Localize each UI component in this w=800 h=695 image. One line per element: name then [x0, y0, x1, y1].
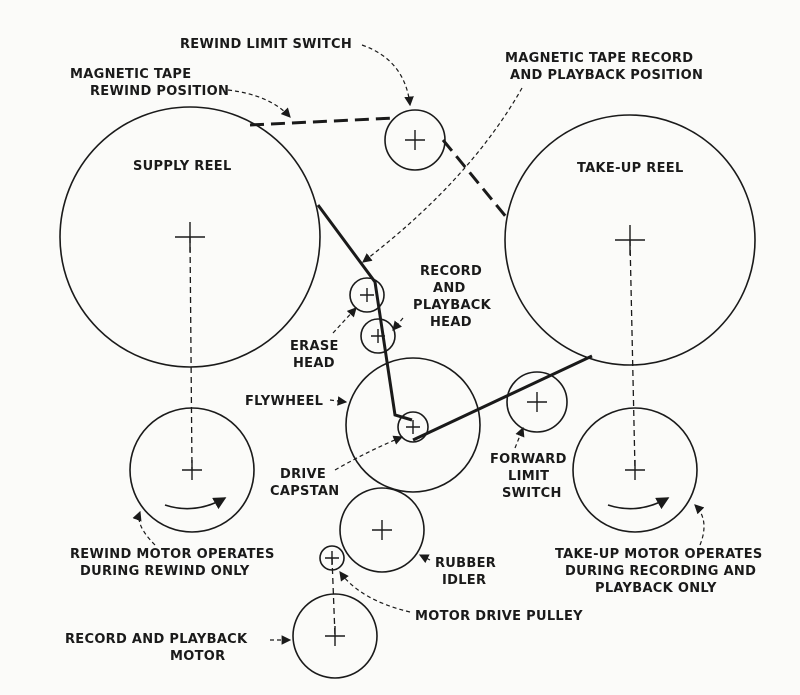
label-forward-2: LIMIT: [508, 469, 549, 484]
label-tape-record-1: MAGNETIC TAPE RECORD: [505, 51, 693, 66]
rotation-arrow-icon: [164, 497, 227, 510]
erase-head: [349, 277, 385, 313]
leader-arrow: [132, 510, 156, 546]
label-erase-head-1: ERASE: [290, 339, 339, 354]
flywheel: [345, 357, 481, 493]
tape-rewind-path-right: [441, 139, 509, 219]
takeup-shaft-line: [629, 239, 636, 471]
label-tape-rewind-1: MAGNETIC TAPE: [70, 67, 191, 82]
label-takeup-motor-2: DURING RECORDING AND: [565, 564, 756, 579]
label-rp-head-3: PLAYBACK: [413, 298, 492, 313]
label-rp-motor-1: RECORD AND PLAYBACK: [65, 632, 248, 647]
label-takeup-motor-3: PLAYBACK ONLY: [595, 581, 717, 596]
rubber-idler: [339, 487, 425, 573]
rotation-arrow-icon: [607, 497, 670, 510]
supply-shaft-line: [189, 236, 193, 471]
label-forward-1: FORWARD: [490, 452, 567, 467]
label-rp-head-1: RECORD: [420, 264, 482, 279]
leader-arrow: [334, 435, 404, 471]
leader-arrow: [362, 87, 523, 263]
supply-reel: [59, 106, 321, 368]
label-rp-head-2: AND: [433, 281, 466, 296]
drive-capstan: [397, 411, 429, 443]
label-rewind-motor-1: REWIND MOTOR OPERATES: [70, 547, 275, 562]
tape-record-path-right: [412, 354, 593, 442]
label-drive-capstan-2: CAPSTAN: [270, 484, 339, 499]
rewind-limit-switch: [384, 109, 446, 171]
label-takeup-motor-1: TAKE-UP MOTOR OPERATES: [555, 547, 763, 562]
record-playback-head: [360, 318, 396, 354]
label-erase-head-2: HEAD: [293, 356, 335, 371]
leader-arrow: [418, 554, 431, 564]
leader-arrow: [332, 307, 357, 334]
label-drive-capstan-1: DRIVE: [280, 467, 326, 482]
motor-shaft-line: [331, 557, 336, 637]
tape-rewind-path: [249, 116, 396, 127]
take-up-motor: [572, 407, 698, 533]
label-rewind-motor-2: DURING REWIND ONLY: [80, 564, 250, 579]
label-tape-rewind-2: REWIND POSITION: [90, 84, 229, 99]
label-tape-record-2: AND PLAYBACK POSITION: [510, 68, 703, 83]
label-rp-motor-2: MOTOR: [170, 649, 225, 664]
label-flywheel: FLYWHEEL: [245, 394, 323, 409]
label-rubber-idler-2: IDLER: [442, 573, 486, 588]
label-rubber-idler-1: RUBBER: [435, 556, 496, 571]
leader-arrow: [227, 89, 291, 118]
record-playback-motor: [292, 593, 378, 679]
label-take-up-reel: TAKE-UP REEL: [577, 161, 684, 176]
label-motor-drive-pulley: MOTOR DRIVE PULLEY: [415, 609, 583, 624]
leader-arrow: [514, 426, 525, 449]
leader-arrow: [329, 396, 348, 406]
leader-arrow: [361, 44, 414, 107]
take-up-reel: [504, 114, 756, 366]
label-forward-3: SWITCH: [502, 486, 562, 501]
label-supply-reel: SUPPLY REEL: [133, 159, 232, 174]
forward-limit-switch: [506, 371, 568, 433]
motor-drive-pulley: [319, 545, 345, 571]
rewind-motor: [129, 407, 255, 533]
label-rp-head-4: HEAD: [430, 315, 472, 330]
leader-arrow: [339, 571, 411, 613]
leader-arrow: [392, 317, 404, 331]
leader-arrow: [694, 504, 705, 546]
label-rewind-limit-switch: REWIND LIMIT SWITCH: [180, 37, 352, 52]
tape-record-path: [316, 204, 413, 422]
